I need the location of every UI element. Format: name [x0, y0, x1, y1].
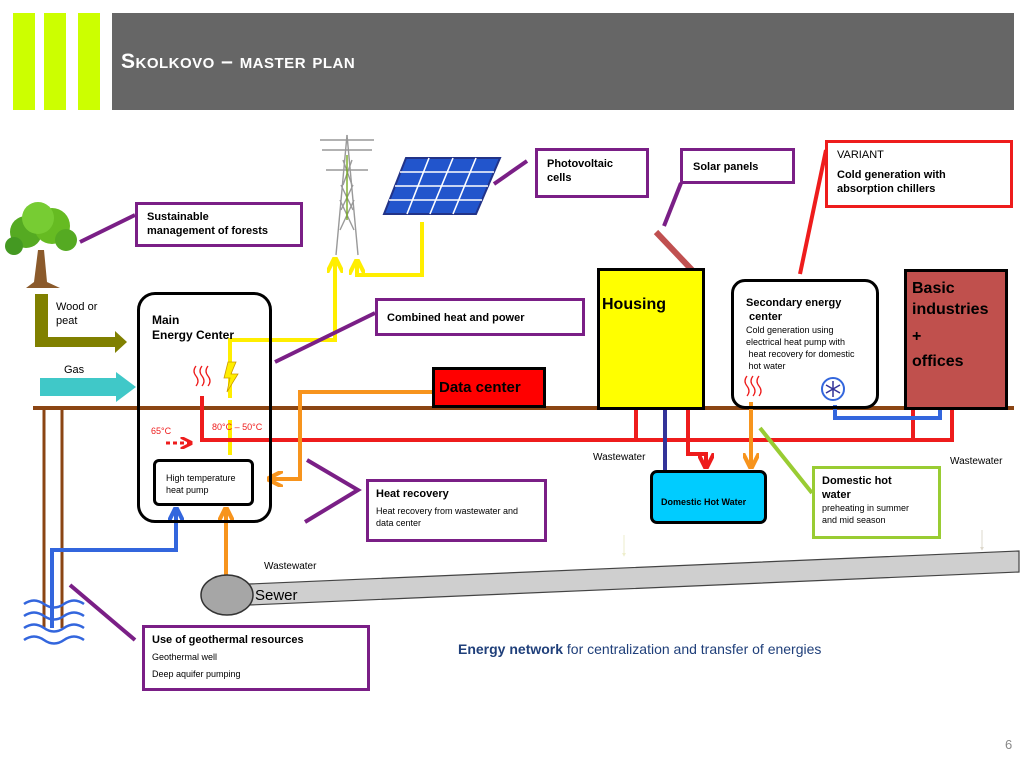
secondary-title-line: Secondary energy: [746, 297, 842, 309]
callout-forests: Sustainable management of forests: [135, 202, 303, 247]
secondary-title-line: center: [746, 311, 783, 323]
callout-solar-panels: Solar panels: [680, 148, 795, 184]
snowflake-icon: [821, 377, 845, 401]
heat-pump-line: heat pump: [166, 485, 209, 495]
industries-line: +: [912, 328, 922, 345]
main-energy-center: [137, 292, 272, 523]
data-center: Data center: [432, 367, 546, 408]
callout-geothermal: Use of geothermal resources Geothermal w…: [142, 625, 370, 691]
accent-bar: [13, 13, 35, 110]
hot-water-pipe: [200, 396, 952, 442]
callout-connector: [758, 426, 814, 495]
basic-industries: Basic industries + offices: [904, 269, 1008, 410]
housing: Housing: [597, 268, 705, 410]
variant-line: absorption chillers: [837, 183, 936, 195]
dhw-body-line: and mid season: [822, 515, 886, 525]
callout-connector: [303, 458, 362, 524]
callout-connector: [274, 311, 376, 364]
energy-network-caption: Energy network for centralization and tr…: [458, 641, 821, 657]
main-energy-center-label: Main Energy Center: [152, 313, 234, 343]
wood-label-line: Wood or: [56, 301, 98, 313]
title-bar: [112, 13, 1014, 110]
variant-line: Cold generation with: [837, 169, 946, 181]
secondary-body-line: electrical heat pump with: [746, 337, 846, 347]
dhw-head-line: Domestic hot: [822, 475, 892, 487]
secondary-body-line: heat recovery for domestic: [746, 349, 855, 359]
industries-line: industries: [912, 301, 989, 318]
wood-or-peat-label: Wood or peat: [56, 300, 97, 328]
groundwater-icon: [23, 599, 85, 645]
callout-line: Sustainable: [147, 211, 209, 223]
slide-title: Skolkovo – master plan: [121, 50, 356, 73]
data-center-label: Data center: [439, 379, 521, 396]
dhw-head-line: water: [822, 489, 851, 501]
caption-bold: Energy network: [458, 641, 564, 657]
wastewater-label: Wastewater: [264, 561, 317, 572]
sewer-tank: [200, 574, 254, 616]
callout-connector: [492, 159, 529, 186]
temperature-65: 65°C: [151, 426, 172, 436]
callout-connector: [68, 583, 137, 642]
domestic-hot-water-tank: Domestic Hot Water: [650, 470, 767, 524]
heat-pump-line: High temperature: [166, 473, 236, 483]
housing-label: Housing: [602, 296, 666, 313]
wood-label-line: peat: [56, 315, 78, 327]
variant-head: VARIANT: [837, 149, 884, 161]
lightning-icon: [223, 361, 239, 393]
electricity-line: [357, 222, 424, 277]
tree-icon: [5, 202, 77, 288]
callout-line: cells: [547, 172, 572, 184]
secondary-body-line: hot water: [746, 361, 786, 371]
accent-bar: [44, 13, 66, 110]
callout-variant: VARIANT Cold generation with absorption …: [825, 140, 1013, 208]
sewer-label: Sewer: [255, 587, 298, 604]
dhw-tank-label: Domestic Hot Water: [661, 497, 747, 507]
temperature-80-50: 80°C – 50°C: [212, 422, 263, 432]
caption-rest: for centralization and transfer of energ…: [563, 641, 822, 657]
main-energy-center-line: Energy Center: [152, 328, 235, 342]
high-temperature-heat-pump: High temperature heat pump: [153, 459, 254, 506]
wood-arrow: [35, 294, 127, 353]
heat-recovery-line: Heat recovery from wastewater and: [376, 506, 519, 516]
geothermal-line: Geothermal well: [152, 652, 218, 662]
callout-connector: [662, 182, 683, 227]
heat-recovery-head: Heat recovery: [376, 488, 449, 500]
dhw-body-line: preheating in summer: [822, 503, 910, 513]
industries-line: Basic: [912, 280, 955, 297]
solar-connector: [653, 229, 695, 273]
callout-domestic-hot-water: Domestic hot water preheating in summer …: [812, 466, 941, 539]
gas-label: Gas: [64, 364, 85, 376]
callout-connector: [798, 149, 828, 275]
page-number: 6: [1005, 737, 1013, 752]
industries-line: offices: [912, 353, 964, 370]
pylon-icon: [320, 134, 374, 256]
callout-photovoltaic: Photovoltaic cells: [535, 148, 649, 198]
sewer-pipe: [225, 550, 1020, 607]
heat-recovery-line: data center: [376, 518, 422, 528]
callout-line: Solar panels: [693, 161, 759, 173]
geothermal-head: Use of geothermal resources: [152, 634, 304, 646]
gas-arrow: [40, 372, 136, 402]
callout-chp: Combined heat and power: [375, 298, 585, 336]
geothermal-pipe: [50, 510, 176, 628]
callout-line: Combined heat and power: [387, 312, 525, 324]
geothermal-line: Deep aquifer pumping: [152, 669, 241, 679]
accent-bar: [78, 13, 100, 110]
wastewater-label: Wastewater: [593, 452, 646, 463]
wastewater-label: Wastewater: [950, 456, 1003, 467]
solar-panel-icon: [382, 157, 502, 215]
main-energy-center-line: Main: [152, 313, 180, 327]
callout-line: Photovoltaic: [547, 158, 614, 170]
hot-water-pipe: [686, 380, 706, 466]
callout-heat-recovery: Heat recovery Heat recovery from wastewa…: [366, 479, 547, 542]
heat-wave-icon: [193, 365, 211, 387]
heat-recovery-pipe: [270, 390, 432, 479]
callout-line: management of forests: [147, 225, 269, 237]
callout-connector: [79, 213, 136, 244]
secondary-energy-center: Secondary energy center Cold generation …: [731, 279, 879, 409]
heat-wave-icon: [744, 375, 762, 397]
secondary-body-line: Cold generation using: [746, 325, 834, 335]
